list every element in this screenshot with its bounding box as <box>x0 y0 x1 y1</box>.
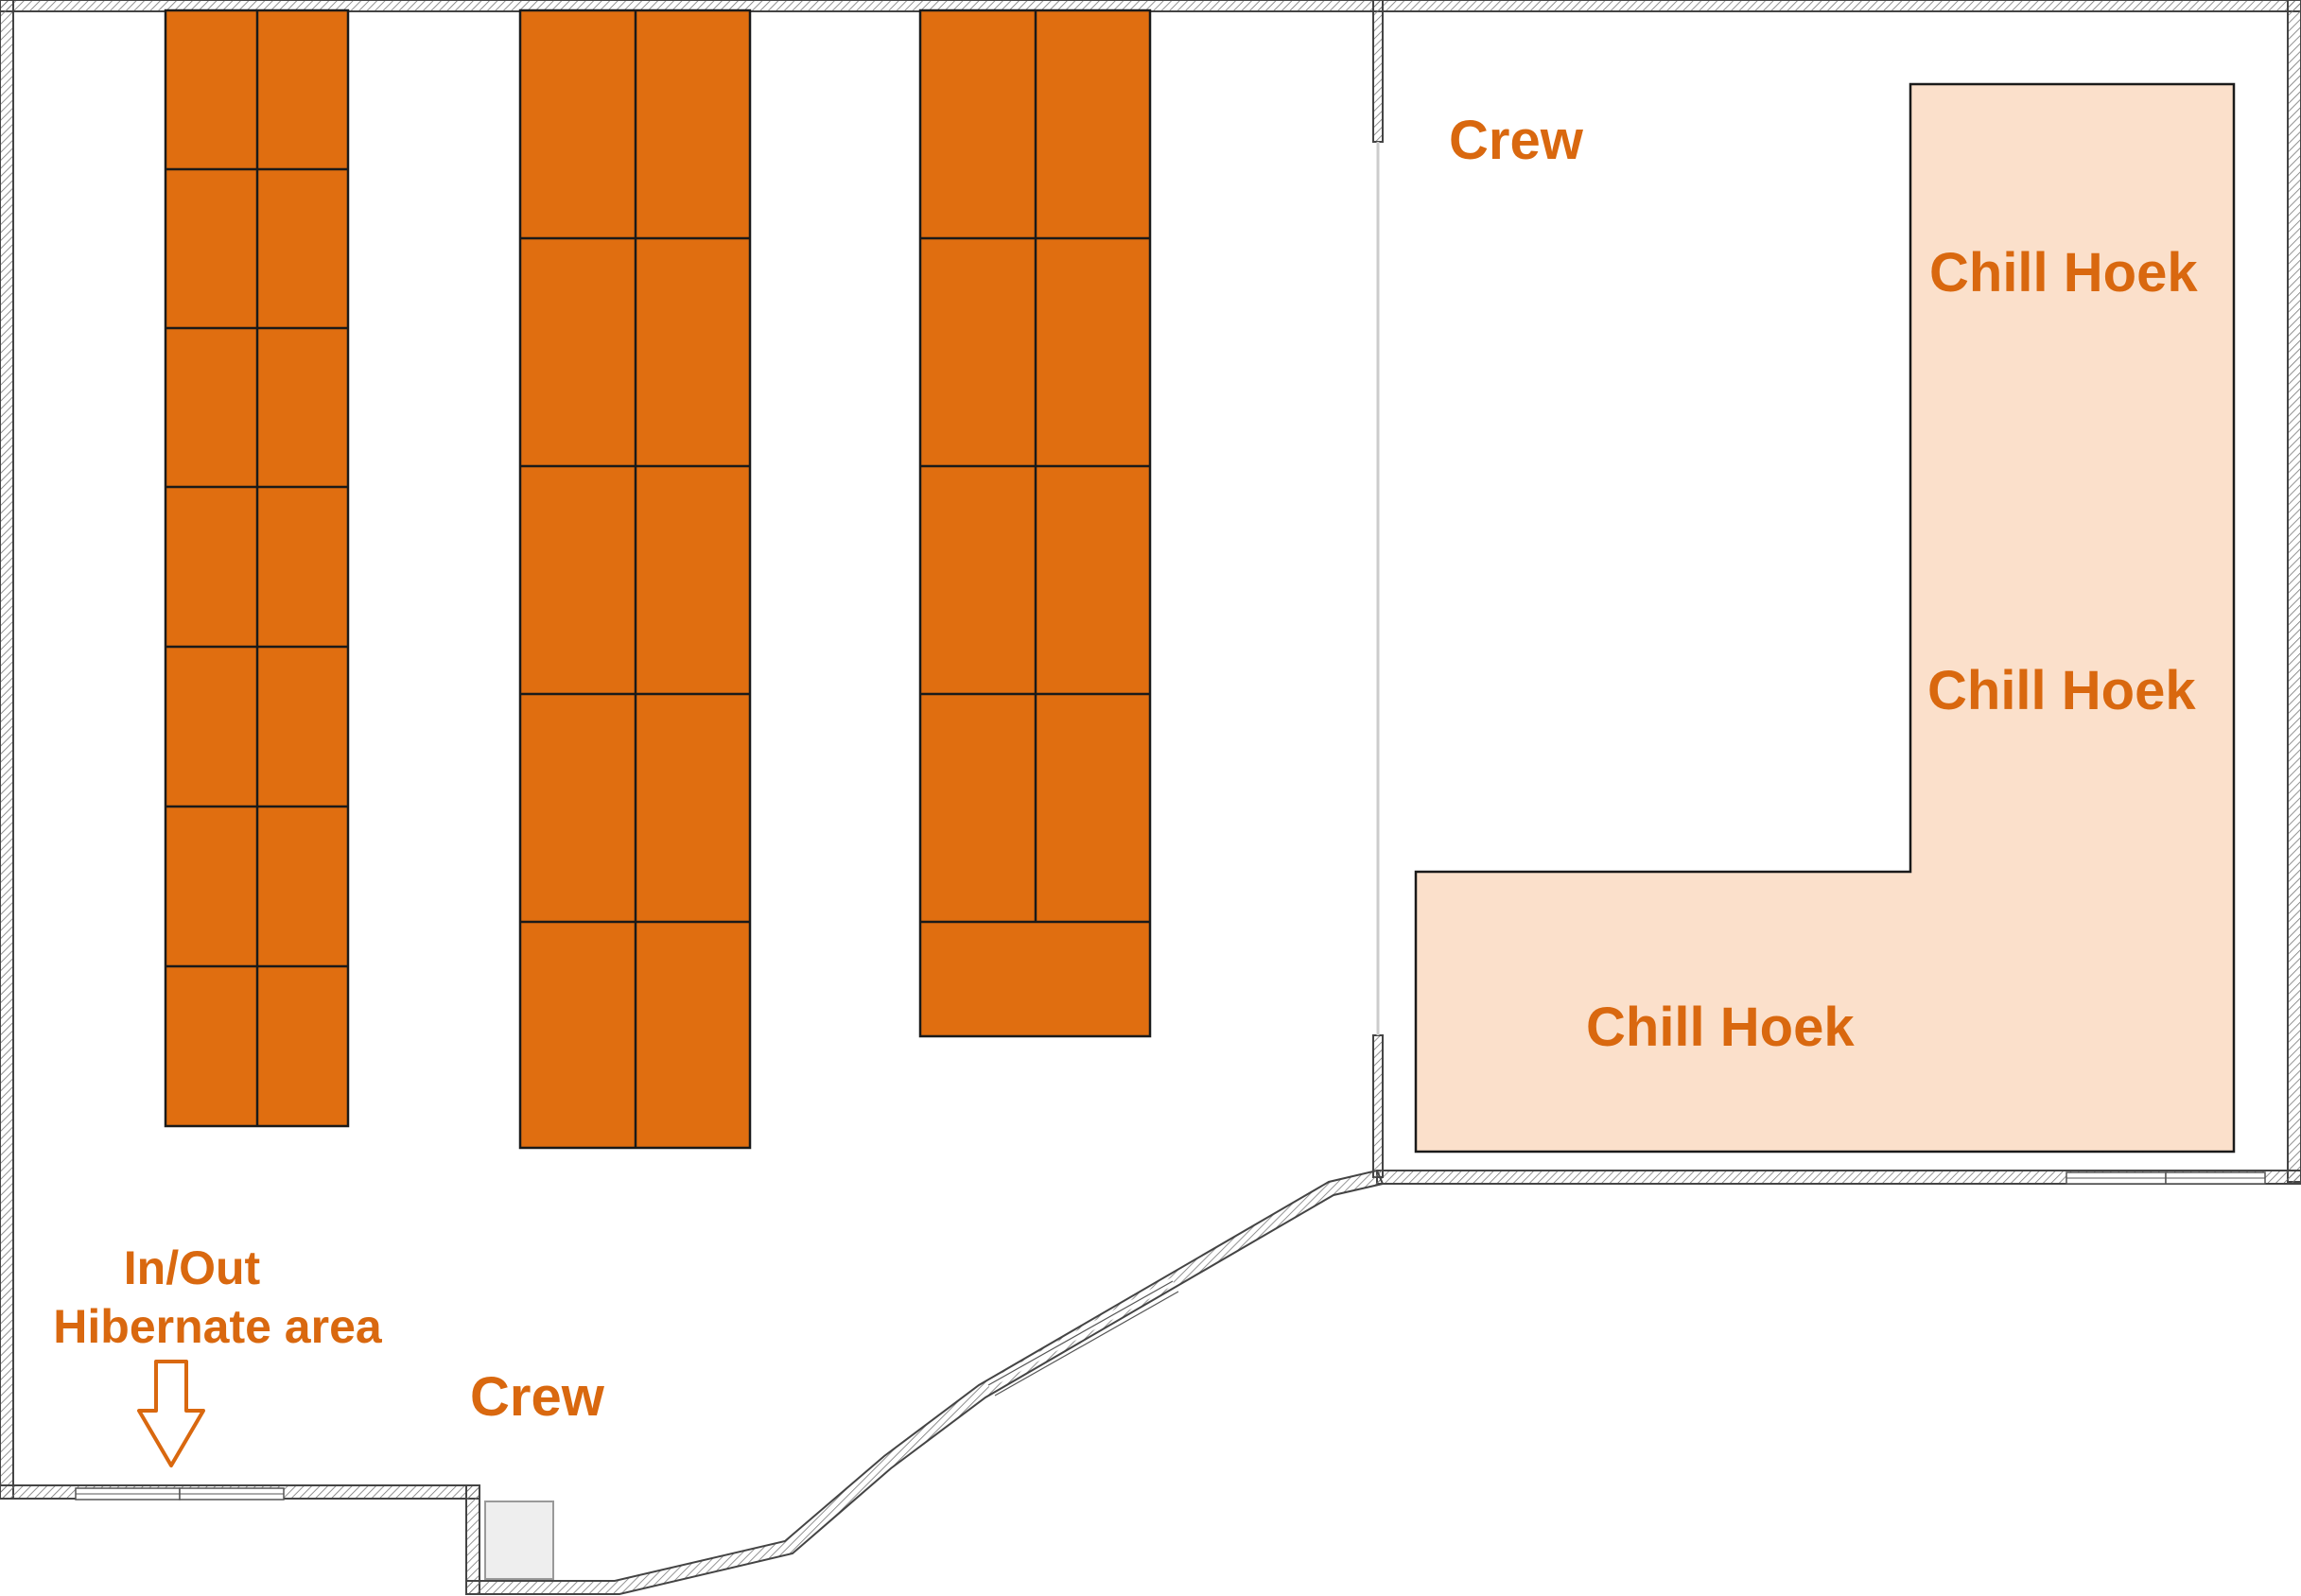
windows <box>75 1171 2266 1501</box>
chill-hoek-label-1: Chill Hoek <box>1929 242 2198 304</box>
chill-hoek-label-2: Chill Hoek <box>1927 660 2196 721</box>
crew-label-top: Crew <box>1449 110 1584 171</box>
wall-diagonal <box>465 1169 1385 1595</box>
pod-column-1 <box>164 9 350 1128</box>
wall-niche-left <box>465 1484 480 1595</box>
partition-wall-upper <box>1372 0 1384 143</box>
pod-column-3 <box>918 9 1152 1038</box>
chill-hoek-label-3: Chill Hoek <box>1586 997 1855 1058</box>
wall-right <box>2287 0 2301 1183</box>
crew-label-bottom: Crew <box>470 1366 605 1428</box>
wall-left <box>0 0 14 1500</box>
pod-column-2 <box>518 9 752 1150</box>
window-bottom-right <box>2066 1171 2266 1185</box>
down-arrow-icon <box>137 1360 205 1467</box>
entrance-label-line2: Hibernate area <box>53 1300 383 1353</box>
chill-area <box>1414 82 2236 1154</box>
fixture-box <box>484 1501 554 1580</box>
window-bottom-left <box>75 1487 285 1501</box>
partition-wall-lower <box>1372 1034 1384 1178</box>
entrance-label-line1: In/Out <box>124 1241 261 1294</box>
window-diagonal <box>986 1277 1179 1396</box>
